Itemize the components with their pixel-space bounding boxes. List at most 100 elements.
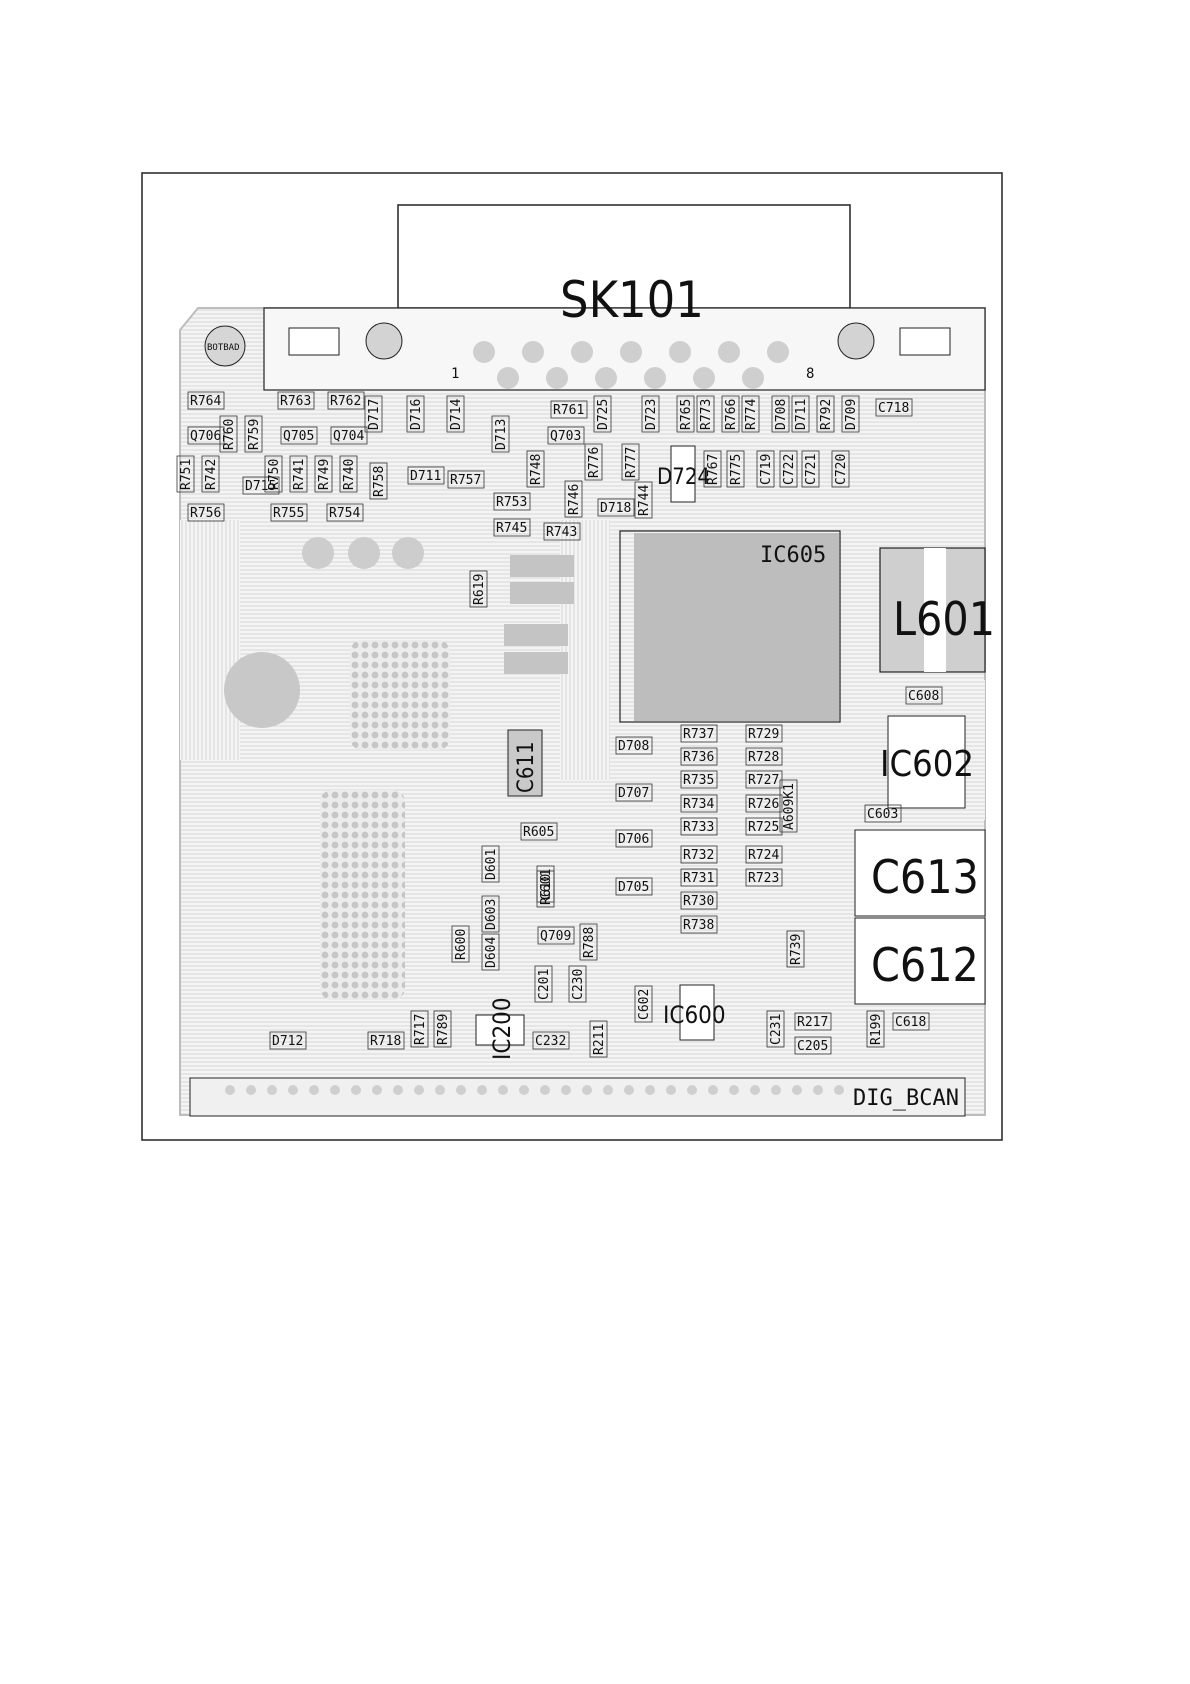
component-label: R756: [190, 506, 221, 521]
component-label: Q706: [190, 429, 221, 444]
component-label-box: [615, 736, 653, 755]
component-label-box: [369, 462, 388, 500]
component-label: D714: [449, 399, 464, 430]
component-label-box: [680, 747, 718, 766]
bottom-connector-pin: [246, 1085, 256, 1095]
component-label-box: [481, 845, 500, 883]
bottom-connector-pin: [687, 1085, 697, 1095]
component-label: R739: [789, 934, 804, 965]
bottom-connector-pin: [708, 1085, 718, 1095]
bottom-connector-pin: [771, 1085, 781, 1095]
component-label: R728: [748, 750, 779, 765]
component-label: R750: [267, 459, 282, 490]
component-label: R738: [683, 918, 714, 933]
component-label-box: [543, 522, 581, 541]
component-label-box: [242, 476, 280, 495]
component-label: R751: [179, 459, 194, 490]
component-label-box: [593, 395, 612, 433]
component-label-box: [579, 923, 598, 961]
bottom-connector-pin: [519, 1085, 529, 1095]
connector-mount-hole: [365, 322, 403, 360]
component-label-box: [703, 450, 722, 488]
component-label-box: [339, 455, 358, 493]
component-label: D713: [494, 419, 509, 450]
component-label: C718: [878, 401, 909, 416]
component-label-box: [615, 877, 653, 896]
component-label: R744: [637, 485, 652, 516]
component-label: R736: [683, 750, 714, 765]
component-label-box: [816, 395, 835, 433]
component-label: R723: [748, 871, 779, 886]
component-label: R754: [329, 506, 360, 521]
component-label-box: [289, 455, 308, 493]
component-label: C719: [759, 454, 774, 485]
component-label-box: [864, 804, 902, 823]
component-label: R211: [592, 1024, 607, 1055]
component-label: D723: [644, 399, 659, 430]
component-label-box: [433, 1010, 452, 1048]
bottom-connector-pin: [393, 1085, 403, 1095]
c611-label: C611: [514, 741, 539, 793]
bottom-connector: [189, 1077, 966, 1117]
component-label-box: [201, 455, 220, 493]
component-label-box: [532, 1031, 570, 1050]
component-label-box: [219, 415, 238, 453]
component-label-box: [831, 450, 850, 488]
component-label-box: [176, 455, 195, 493]
component-label-box: [615, 783, 653, 802]
component-label: R726: [748, 797, 779, 812]
component-label: R734: [683, 797, 714, 812]
component-label-box: [680, 724, 718, 743]
component-label-box: [721, 395, 740, 433]
component-label: R766: [724, 399, 739, 430]
pads-row: [302, 537, 424, 569]
component-label-box: [745, 724, 783, 743]
component-label-box: [550, 400, 588, 419]
component-label-box: [791, 395, 810, 433]
c612-label: C612: [871, 938, 979, 992]
component-label: Q705: [283, 429, 314, 444]
c611-body: [507, 729, 543, 797]
component-label-box: [745, 747, 783, 766]
ic200-label: IC200: [488, 997, 516, 1060]
outer-frame: [141, 172, 1003, 1141]
ic600-outline: [679, 984, 715, 1041]
component-label-box: [277, 391, 315, 410]
component-label: R757: [450, 473, 481, 488]
component-label: C231: [769, 1014, 784, 1045]
component-label: R731: [683, 871, 714, 886]
component-label-box: [407, 466, 445, 485]
component-label: R732: [683, 848, 714, 863]
ic605-outline: [619, 530, 841, 723]
component-label-box: [615, 829, 653, 848]
connector-mount-pad: [288, 327, 340, 356]
component-label: R765: [679, 399, 694, 430]
component-label: R619: [472, 574, 487, 605]
connector-mount-pad: [899, 327, 951, 356]
component-label-box: [330, 426, 368, 445]
component-label-box: [866, 1010, 885, 1048]
component-label: R762: [330, 394, 361, 409]
component-label-box: [364, 395, 383, 433]
ic602-label: IC602: [880, 744, 974, 785]
component-label-box: [745, 845, 783, 864]
component-label-box: [794, 1036, 832, 1055]
component-label: A609K1: [782, 783, 797, 830]
component-label: R741: [292, 459, 307, 490]
component-label: D601: [484, 849, 499, 880]
bottom-connector-pin: [603, 1085, 613, 1095]
component-label: D603: [484, 899, 499, 930]
component-label-box: [634, 985, 653, 1023]
bottom-connector-pin: [456, 1085, 466, 1095]
component-label-box: [589, 1020, 608, 1058]
mounting-pad: [224, 652, 300, 728]
component-label: Q703: [550, 429, 581, 444]
component-label-box: [367, 1031, 405, 1050]
component-label: R761: [553, 403, 584, 418]
component-label: R789: [436, 1014, 451, 1045]
bottom-connector-pin: [330, 1085, 340, 1095]
component-label-box: [786, 930, 805, 968]
component-label-box: [447, 470, 485, 489]
component-label-box: [766, 1010, 785, 1048]
